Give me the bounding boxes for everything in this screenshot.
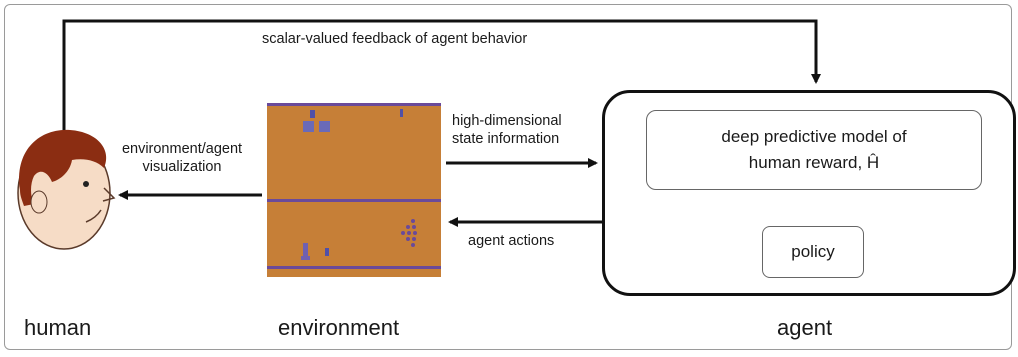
feedback-arrow [62, 19, 821, 132]
bowling-game-screen-icon [267, 103, 441, 277]
policy-box: policy [762, 226, 864, 278]
reward-model-box: deep predictive model of human reward, Ĥ [646, 110, 982, 190]
actions-label: agent actions [468, 233, 555, 249]
model-label-line2: human reward, Ĥ [748, 153, 880, 172]
agent-label: agent [777, 315, 833, 340]
human-face-icon [17, 129, 116, 250]
policy-label: policy [791, 242, 835, 261]
environment-label: environment [278, 315, 400, 340]
human-label: human [24, 315, 92, 340]
feedback-label: scalar-valued feedback of agent behavior [262, 31, 528, 47]
visualization-label: environment/agent visualization [121, 141, 243, 176]
state-label: high-dimensional state information [452, 113, 562, 148]
model-label-line1: deep predictive model of [721, 126, 907, 146]
